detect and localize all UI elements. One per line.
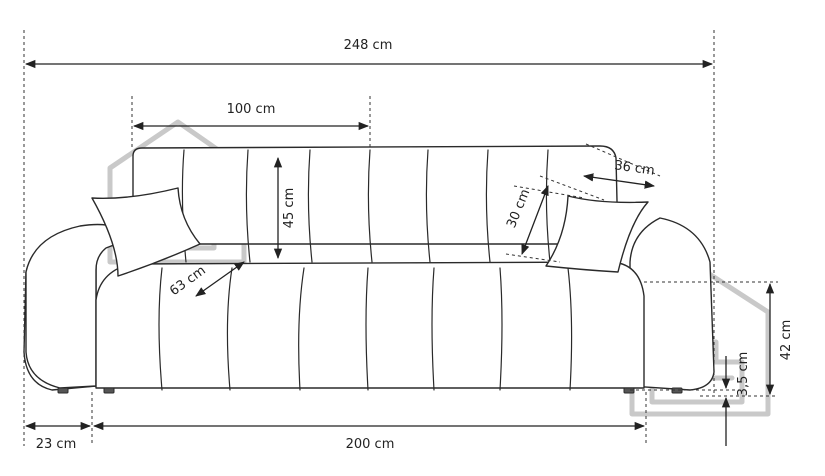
backrest — [132, 145, 619, 245]
sofa-leg — [103, 387, 115, 394]
pillow-height-arrow — [521, 185, 549, 255]
left-pillow — [91, 187, 201, 277]
sofa-drawing — [23, 145, 715, 394]
armrest-width-label: 23 cm — [36, 437, 77, 452]
extension-lines — [23, 30, 778, 446]
seat-depth-arrow — [195, 261, 245, 297]
seat-width-label: 200 cm — [346, 437, 395, 452]
right-pillow — [545, 195, 649, 273]
right-armrest — [629, 217, 715, 391]
overall-width-label: 248 cm — [344, 38, 393, 53]
total-height-label: 42 cm — [779, 320, 794, 361]
seat-section-width-label: 100 cm — [227, 102, 276, 117]
sofa-leg — [623, 387, 635, 394]
backrest-height-label: 45 cm — [282, 188, 297, 229]
leg-height-label: 3,5 cm — [736, 352, 751, 397]
dimension-arrows — [24, 59, 775, 446]
sofa-leg — [57, 387, 69, 394]
pillow-width-label: 36 cm — [613, 158, 655, 178]
pillow-width-arrow — [582, 173, 656, 189]
